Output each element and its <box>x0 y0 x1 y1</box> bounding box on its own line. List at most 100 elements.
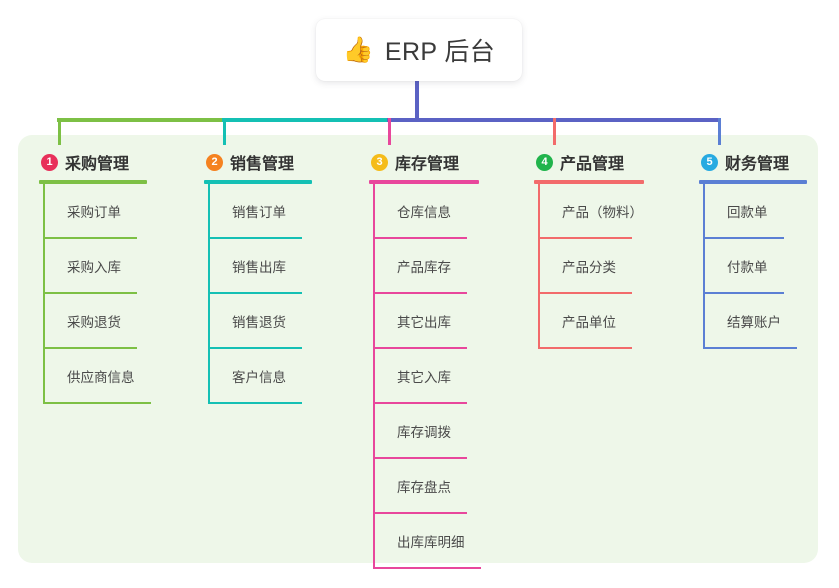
branch-item-underline <box>373 292 467 294</box>
branch-item-label: 其它入库 <box>397 369 451 385</box>
branch-item-label: 仓库信息 <box>397 204 451 220</box>
branch-spine <box>208 184 210 404</box>
branch-item[interactable]: 采购退货 <box>43 294 147 349</box>
thumbs-up-icon: 👍 <box>342 35 374 64</box>
branch-item[interactable]: 出库库明细 <box>373 514 481 569</box>
branch-header-underline <box>699 180 807 184</box>
branch-spine <box>373 184 375 569</box>
branch-item-label: 回款单 <box>727 204 768 220</box>
branch-item[interactable]: 产品单位 <box>538 294 644 349</box>
branch-item[interactable]: 销售订单 <box>208 184 312 239</box>
branch-title: 库存管理 <box>395 156 460 173</box>
branch-item-underline <box>703 347 797 349</box>
branch-item-label: 采购入库 <box>67 259 121 275</box>
branch-column-1: 1 采购管理采购订单采购入库采购退货供应商信息 <box>39 150 151 404</box>
branch-item-underline <box>208 347 302 349</box>
branch-item-label: 结算账户 <box>727 314 781 330</box>
branch-item[interactable]: 销售出库 <box>208 239 312 294</box>
branch-header[interactable]: 1 采购管理 <box>39 150 147 174</box>
branch-item-label: 产品单位 <box>562 314 616 330</box>
branch-item[interactable]: 回款单 <box>703 184 807 239</box>
branch-item-label: 销售退货 <box>232 314 286 330</box>
branch-spine <box>43 184 45 404</box>
branch-item[interactable]: 产品分类 <box>538 239 644 294</box>
branch-item[interactable]: 仓库信息 <box>373 184 479 239</box>
branch-item-underline <box>43 347 137 349</box>
branch-item-label: 客户信息 <box>232 369 286 385</box>
branch-item[interactable]: 产品库存 <box>373 239 479 294</box>
branch-item-list: 回款单付款单结算账户 <box>699 184 807 349</box>
branch-item-label: 采购退货 <box>67 314 121 330</box>
branch-item-underline <box>208 292 302 294</box>
branch-item-label: 出库库明细 <box>397 534 465 550</box>
branch-number-badge: 1 <box>41 153 58 171</box>
branch-item-underline <box>208 402 302 404</box>
branch-item-label: 产品分类 <box>562 259 616 275</box>
branch-item-underline <box>43 237 137 239</box>
branch-item-underline <box>373 567 481 569</box>
branch-header-underline <box>39 180 147 184</box>
connector-bus-segment <box>552 118 721 122</box>
connector-bus-segment <box>57 118 226 122</box>
connector-drop <box>553 118 556 145</box>
branch-item[interactable]: 其它出库 <box>373 294 479 349</box>
branch-item-label: 销售订单 <box>232 204 286 220</box>
connector-drop <box>388 118 391 145</box>
branch-item[interactable]: 库存盘点 <box>373 459 479 514</box>
branch-item[interactable]: 其它入库 <box>373 349 479 404</box>
branch-item-label: 供应商信息 <box>67 369 135 385</box>
branch-item[interactable]: 供应商信息 <box>43 349 151 404</box>
branch-item-underline <box>373 347 467 349</box>
branch-title: 采购管理 <box>65 156 130 173</box>
branch-title: 销售管理 <box>230 156 295 173</box>
branch-item[interactable]: 付款单 <box>703 239 807 294</box>
connector-trunk <box>415 81 419 122</box>
branch-item[interactable]: 客户信息 <box>208 349 312 404</box>
branch-item-underline <box>703 237 784 239</box>
branches-panel <box>18 135 818 563</box>
connector-drop <box>223 118 226 145</box>
branch-item-list: 销售订单销售出库销售退货客户信息 <box>204 184 312 404</box>
branch-item[interactable]: 销售退货 <box>208 294 312 349</box>
branch-header[interactable]: 3 库存管理 <box>369 150 479 174</box>
branch-item-list: 采购订单采购入库采购退货供应商信息 <box>39 184 151 404</box>
branch-item[interactable]: 产品（物料） <box>538 184 644 239</box>
branch-item-underline <box>373 457 467 459</box>
branch-item-label: 采购订单 <box>67 204 121 220</box>
branch-item-label: 付款单 <box>727 259 768 275</box>
branch-item-underline <box>703 292 784 294</box>
branch-header-underline <box>369 180 479 184</box>
branch-item-underline <box>373 512 467 514</box>
connector-bus-segment <box>222 118 391 122</box>
branch-number-badge: 3 <box>371 153 388 171</box>
branch-item-label: 产品（物料） <box>562 204 643 220</box>
branch-number-badge: 5 <box>701 153 718 171</box>
branch-item-underline <box>43 292 137 294</box>
branch-header-underline <box>204 180 312 184</box>
branch-item-list: 仓库信息产品库存其它出库其它入库库存调拨库存盘点出库库明细 <box>369 184 481 569</box>
root-node[interactable]: 👍 ERP 后台 <box>316 19 522 81</box>
branch-title: 产品管理 <box>560 156 625 173</box>
branch-item-underline <box>538 347 632 349</box>
root-node-title: ERP 后台 <box>384 38 496 66</box>
branch-item[interactable]: 库存调拨 <box>373 404 479 459</box>
branch-item-label: 库存调拨 <box>397 424 451 440</box>
branch-item[interactable]: 采购入库 <box>43 239 147 294</box>
branch-item-label: 库存盘点 <box>397 479 451 495</box>
branch-item[interactable]: 采购订单 <box>43 184 147 239</box>
branch-item-underline <box>373 402 467 404</box>
branch-item-list: 产品（物料） 产品分类产品单位 <box>534 184 644 349</box>
branch-number-badge: 4 <box>536 153 553 171</box>
branch-item-underline <box>208 237 302 239</box>
branch-column-3: 3 库存管理仓库信息产品库存其它出库其它入库库存调拨库存盘点出库库明细 <box>369 150 481 569</box>
branch-header[interactable]: 4 产品管理 <box>534 150 644 174</box>
branch-item-underline <box>538 237 632 239</box>
branch-spine <box>703 184 705 349</box>
connector-bus-segment <box>387 118 556 122</box>
branch-item-underline <box>538 292 632 294</box>
branch-item[interactable]: 结算账户 <box>703 294 807 349</box>
branch-column-4: 4 产品管理产品（物料） 产品分类产品单位 <box>534 150 644 349</box>
